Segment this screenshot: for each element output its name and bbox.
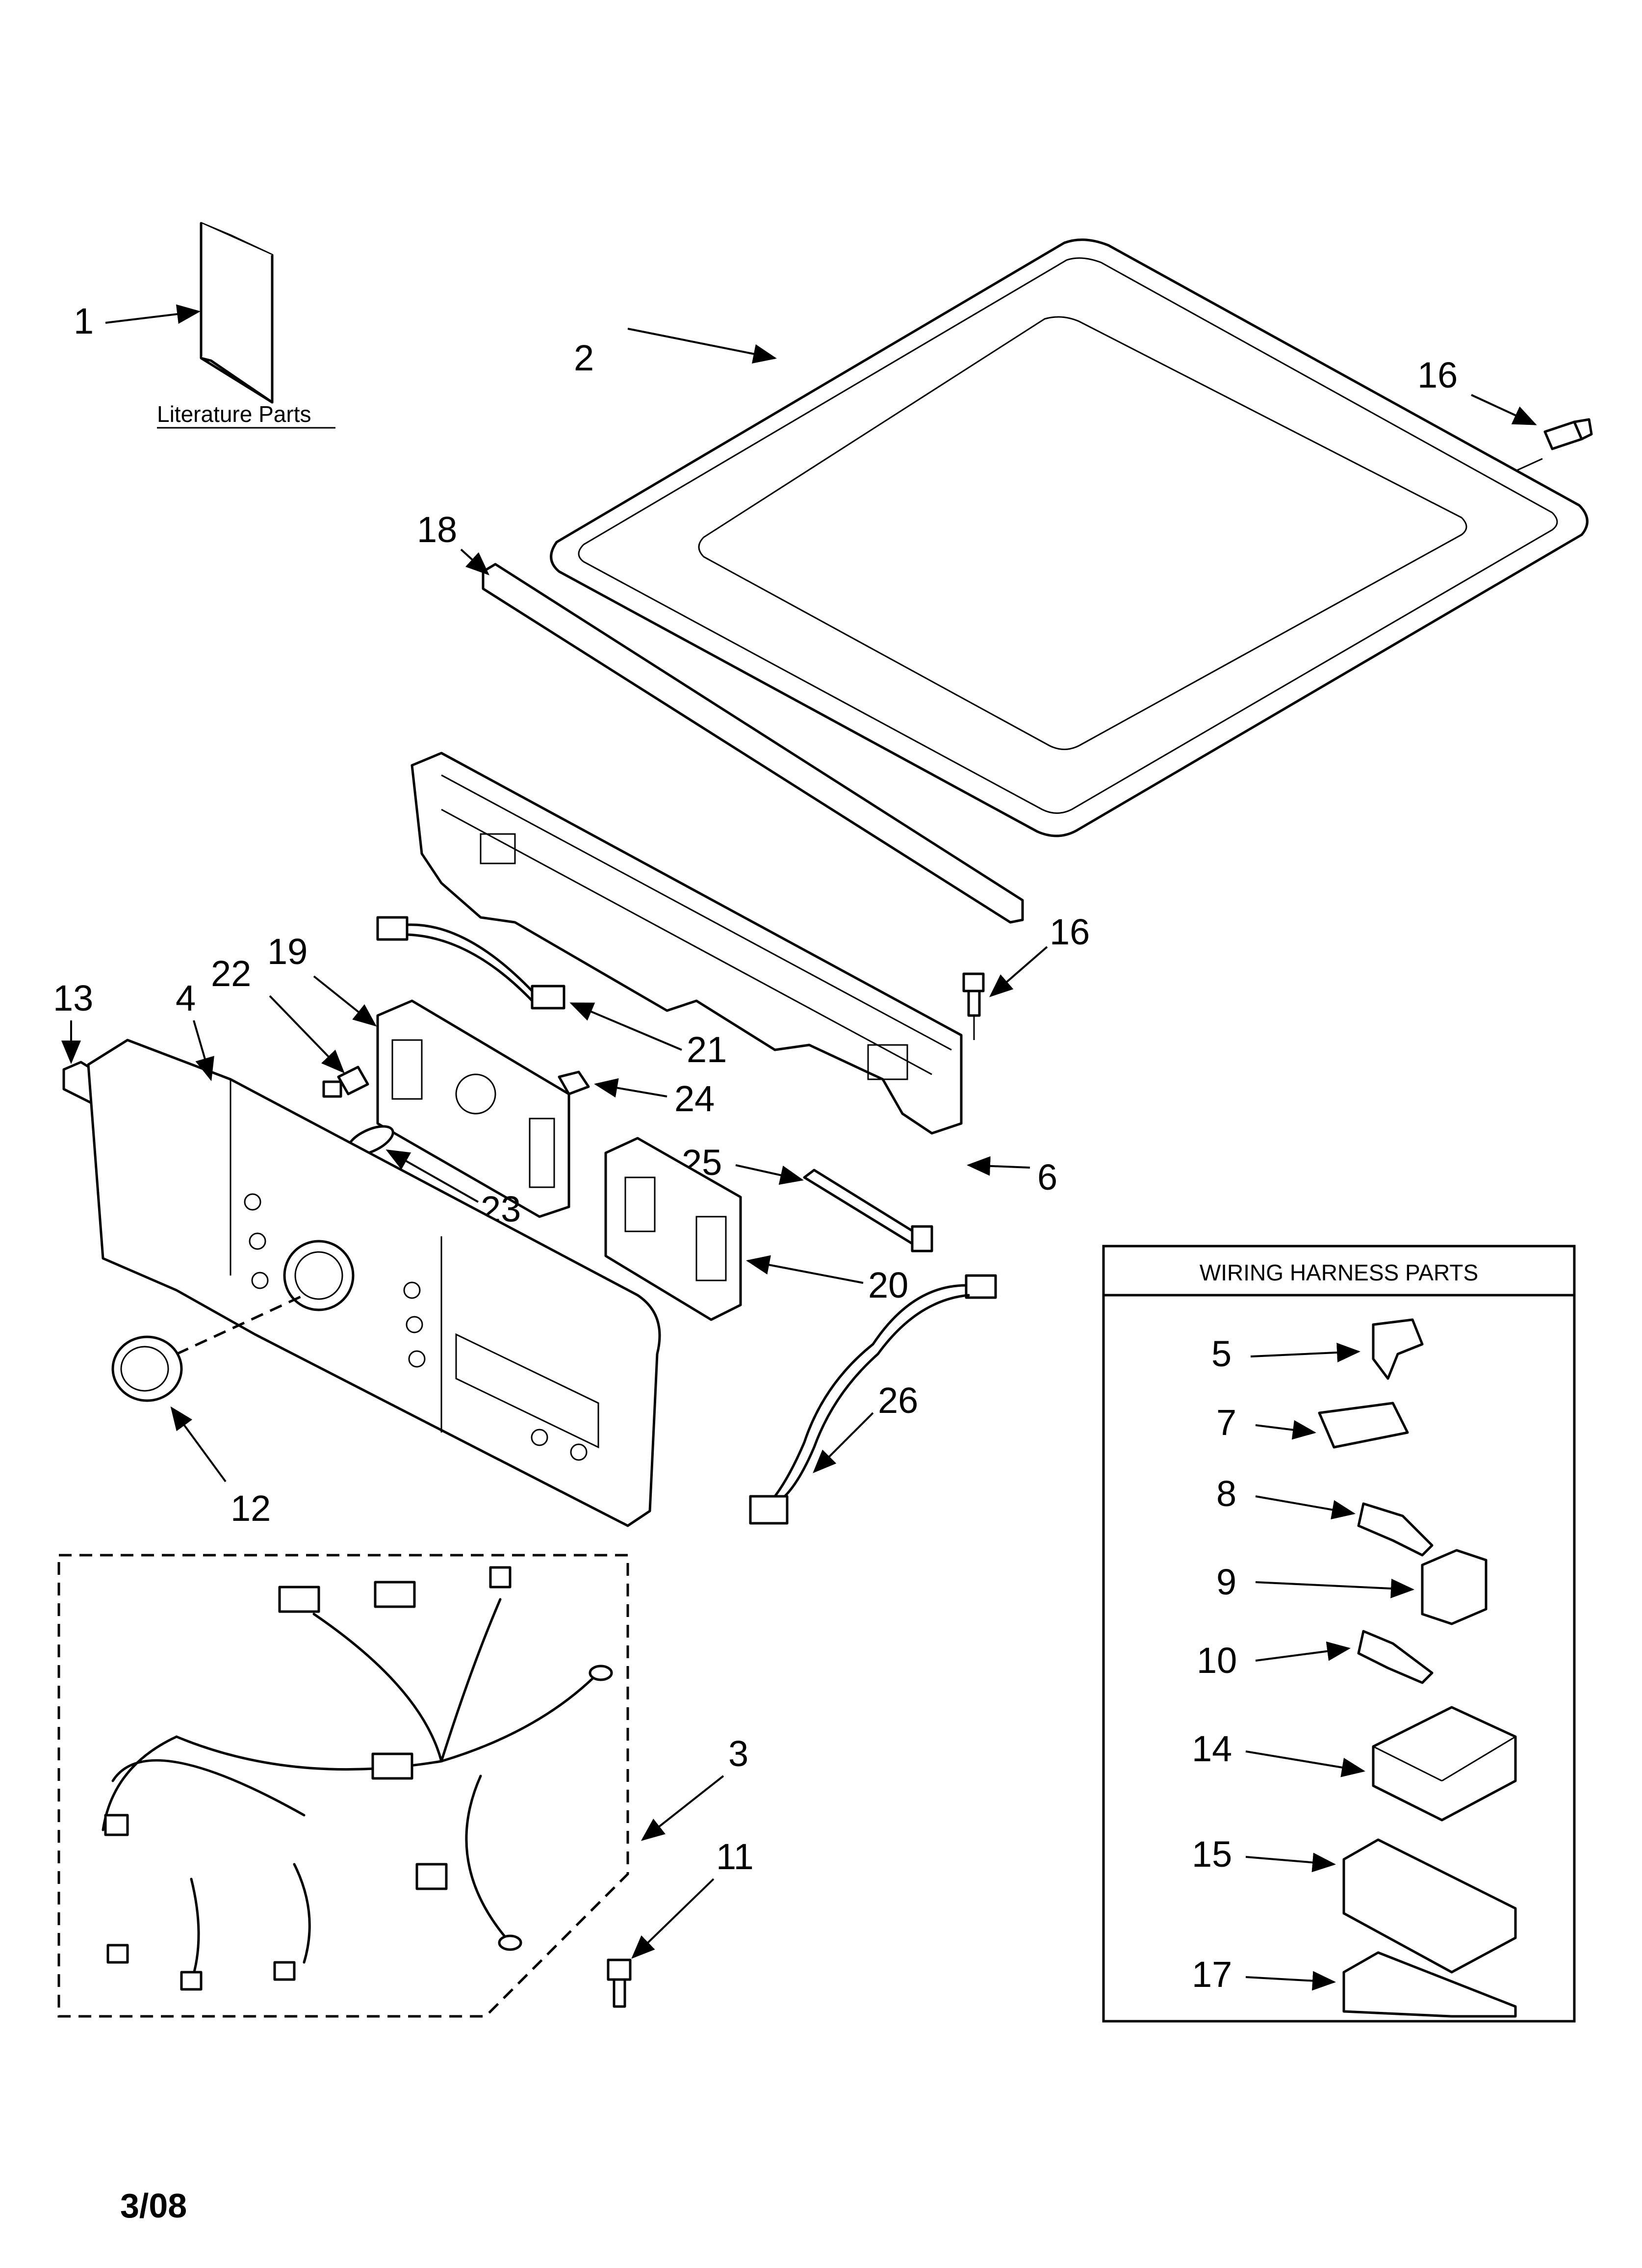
wiring-part-7 [1318, 1402, 1409, 1449]
top-panel [550, 238, 1589, 837]
arrow-4 [193, 1020, 214, 1081]
wiring-part-5 [1372, 1318, 1424, 1380]
callout-14: 14 [1192, 1728, 1232, 1769]
arrow-17 [1245, 1971, 1336, 1991]
arrow-9 [1255, 1578, 1414, 1598]
callout-10: 10 [1197, 1640, 1237, 1681]
wiring-part-14 [1372, 1706, 1517, 1822]
screw-16-lower [962, 972, 985, 1040]
callout-8: 8 [1216, 1473, 1236, 1514]
arrow-25 [735, 1164, 804, 1185]
arrow-24 [594, 1078, 667, 1098]
harness-dashed-box [57, 1554, 629, 2018]
console-bracket-6 [410, 752, 963, 1135]
arrow-7 [1255, 1420, 1316, 1440]
arrow-3 [641, 1775, 724, 1841]
arrow-12 [170, 1406, 227, 1483]
callout-13: 13 [53, 978, 93, 1018]
callout-6: 6 [1037, 1157, 1057, 1198]
harness-21 [376, 916, 565, 1010]
cable-tie-25 [803, 1169, 933, 1252]
arrow-14 [1245, 1750, 1365, 1777]
callout-16-lower: 16 [1050, 912, 1090, 952]
arrow-11 [631, 1878, 715, 1959]
console-panel-4 [87, 1039, 661, 1527]
arrow-2 [627, 328, 777, 364]
main-harness-3 [102, 1566, 613, 1991]
callout-2: 2 [574, 338, 594, 378]
callout-17: 17 [1192, 1954, 1232, 1995]
callout-9: 9 [1216, 1562, 1236, 1602]
callout-26: 26 [878, 1380, 918, 1421]
callout-18: 18 [417, 509, 457, 550]
screw-11 [607, 1958, 632, 2008]
callout-24: 24 [674, 1078, 715, 1119]
arrow-26 [813, 1412, 874, 1473]
strip-18 [482, 563, 1024, 924]
wiring-part-17 [1342, 1951, 1517, 2018]
screw-16-top [1543, 418, 1593, 450]
literature-parts-label: Literature Parts [157, 401, 311, 427]
callout-15: 15 [1192, 1834, 1232, 1875]
callout-19: 19 [267, 931, 308, 972]
arrow-1 [105, 304, 201, 324]
wiring-part-9 [1421, 1549, 1488, 1625]
callout-4: 4 [176, 978, 196, 1018]
callout-22: 22 [211, 953, 251, 994]
callout-1: 1 [74, 301, 94, 341]
callout-7: 7 [1216, 1402, 1236, 1443]
arrow-20 [746, 1255, 864, 1284]
wiring-harness-box [1102, 1245, 1576, 2023]
arrow-15 [1245, 1852, 1336, 1873]
arrow-21 [569, 1002, 682, 1051]
callout-5: 5 [1211, 1333, 1232, 1374]
callout-3: 3 [728, 1733, 748, 1774]
literature-parts [200, 222, 274, 404]
arrow-5 [1250, 1343, 1360, 1362]
callout-11: 11 [716, 1836, 754, 1877]
control-board-19 [376, 999, 570, 1218]
knob-12 [111, 1335, 183, 1402]
callout-20: 20 [868, 1265, 908, 1305]
housing-20 [604, 1137, 742, 1321]
knob-alignment-line [176, 1294, 305, 1356]
callout-12: 12 [231, 1488, 271, 1529]
arrow-23 [385, 1149, 479, 1203]
screw-22 [322, 1066, 369, 1098]
arrow-8 [1255, 1495, 1356, 1520]
revision-date: 3/08 [120, 2187, 187, 2225]
arrow-22 [269, 995, 345, 1073]
arrow-10 [1255, 1641, 1351, 1662]
wiring-box-title: WIRING HARNESS PARTS [1200, 1260, 1478, 1285]
arrow-16-top [1471, 394, 1537, 425]
arrow-19 [313, 975, 377, 1027]
callout-21: 21 [687, 1029, 727, 1070]
harness-26 [749, 1274, 997, 1525]
wiring-part-15 [1342, 1838, 1517, 1974]
callout-16-top: 16 [1417, 355, 1458, 395]
arrow-6 [967, 1156, 1030, 1176]
wiring-part-8 [1357, 1502, 1434, 1557]
arrow-18 [460, 548, 489, 575]
clip-24 [558, 1070, 590, 1095]
arrow-16-lower [989, 946, 1048, 997]
wiring-part-10 [1357, 1630, 1434, 1684]
